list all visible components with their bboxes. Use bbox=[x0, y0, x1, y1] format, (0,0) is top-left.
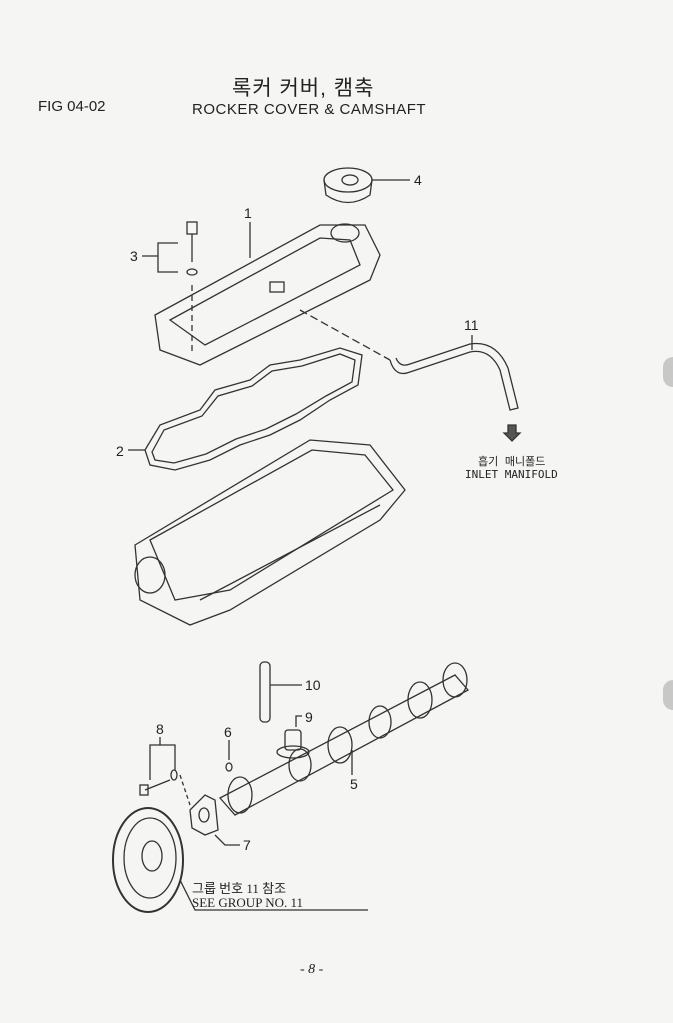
bolt-washer bbox=[139, 737, 191, 806]
binder-hole bbox=[663, 680, 673, 710]
callout-11: 11 bbox=[464, 317, 479, 333]
callout-5: 5 bbox=[350, 776, 358, 792]
callout-7: 7 bbox=[243, 837, 251, 853]
callout-8: 8 bbox=[156, 721, 164, 737]
callout-3: 3 bbox=[130, 248, 138, 264]
callout-2: 2 bbox=[116, 443, 124, 459]
inlet-note-english: INLET MANIFOLD bbox=[465, 468, 558, 481]
thrust-plate bbox=[189, 794, 240, 846]
page-number: - 8 - bbox=[300, 962, 324, 977]
callout-4: 4 bbox=[414, 172, 422, 188]
figure-number: FIG 04-02 bbox=[38, 98, 106, 115]
group-note-english: SEE GROUP NO. 11 bbox=[192, 895, 303, 910]
rocker-cover-gasket bbox=[128, 347, 363, 471]
oil-filler-cap bbox=[323, 167, 410, 204]
callout-1: 1 bbox=[244, 205, 252, 221]
bolt bbox=[142, 221, 198, 355]
cylinder-head bbox=[134, 439, 406, 626]
breather-hose bbox=[299, 309, 522, 442]
push-rod bbox=[259, 661, 302, 723]
camshaft-gear bbox=[112, 807, 368, 913]
callout-10: 10 bbox=[305, 677, 321, 693]
title-korean: 록커 커버, 캠축 bbox=[232, 77, 375, 100]
callout-6: 6 bbox=[224, 724, 232, 740]
camshaft bbox=[218, 662, 470, 816]
rocker-cover bbox=[154, 222, 381, 366]
title-english: ROCKER COVER & CAMSHAFT bbox=[192, 101, 427, 118]
woodruff-key bbox=[225, 740, 233, 772]
inlet-note-korean: 흡기 매니폴드 bbox=[478, 455, 546, 468]
group-note-korean: 그룹 번호 11 참조 bbox=[192, 881, 287, 896]
binder-hole bbox=[663, 357, 673, 387]
callout-9: 9 bbox=[305, 709, 313, 725]
